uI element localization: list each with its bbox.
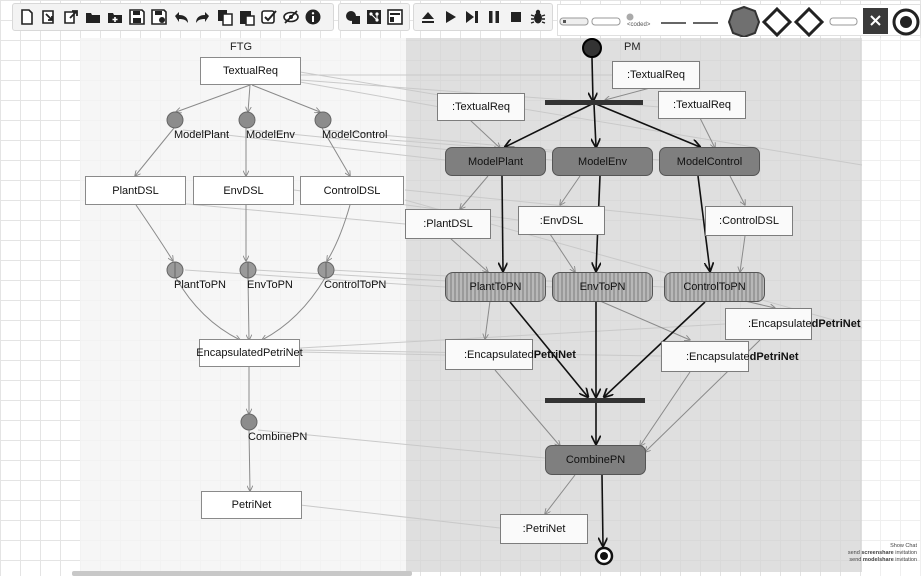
pm-final-node-inner — [600, 552, 608, 560]
right-side-panel — [862, 38, 921, 576]
ftg-title: FTG — [230, 41, 252, 53]
ftg-planttopn-label: PlantToPN — [174, 279, 226, 291]
palette-shapes — [559, 5, 920, 37]
undo-icon[interactable] — [171, 6, 191, 28]
palette-node-shape[interactable] — [559, 17, 589, 26]
palette-target-shape-inner — [900, 16, 912, 28]
file-toolbar — [12, 3, 334, 31]
ftg-plantdsl-node[interactable]: PlantDSL — [85, 176, 186, 205]
pm-envdsl-object[interactable]: :EnvDSL — [518, 206, 605, 235]
open-folder-icon[interactable] — [83, 6, 103, 28]
enc-mid-prefix: :Encapsulate — [686, 350, 750, 363]
screenshare-post: invitation — [893, 550, 917, 556]
window-icon[interactable] — [386, 6, 405, 28]
pm-textualreq-left[interactable]: :TextualReq — [437, 93, 525, 121]
ftg-modelcontrol-label: ModelControl — [322, 129, 388, 141]
screenshare-pre: send — [847, 550, 862, 556]
layout-toolbar — [338, 3, 410, 31]
ftg-controltopn-label: ControlToPN — [324, 279, 387, 291]
palette-text-shape[interactable] — [829, 17, 858, 26]
shape-palette: <coded> — [557, 4, 921, 37]
save-as-icon[interactable] — [149, 6, 169, 28]
new-folder-icon[interactable] — [105, 6, 125, 28]
layer-icon[interactable] — [343, 6, 362, 28]
play-icon[interactable] — [440, 6, 460, 28]
pm-join-bar[interactable] — [545, 398, 645, 403]
enc-left-prefix: :Encapsulated — [464, 348, 534, 361]
network-icon[interactable] — [364, 6, 383, 28]
pause-icon[interactable] — [484, 6, 504, 28]
ftg-modelcontrol-transform[interactable] — [314, 111, 332, 129]
eject-icon[interactable] — [418, 6, 438, 28]
pm-combinepn-action[interactable]: CombinePN — [545, 445, 646, 475]
import-icon[interactable] — [39, 6, 59, 28]
horizontal-scrollbar[interactable] — [72, 571, 412, 576]
ftg-encapsulatedpetrinet-node[interactable]: EncapsulatedPetriNet — [196, 339, 303, 367]
pm-controltopn-action[interactable]: ControlToPN — [664, 272, 765, 302]
pm-controldsl-object[interactable]: :ControlDSL — [705, 206, 793, 236]
palette-diamond-shape-2[interactable] — [793, 6, 825, 37]
run-toolbar — [413, 3, 553, 31]
screenshare-bold: screenshare — [861, 550, 894, 556]
pm-plantdsl-object[interactable]: :PlantDSL — [405, 209, 491, 239]
modelshare-bold: modelshare — [862, 557, 894, 563]
palette-octagon-shape[interactable] — [727, 5, 761, 37]
pm-modelcontrol-action[interactable]: ModelControl — [659, 147, 760, 176]
modelshare-pre: send — [849, 557, 863, 563]
pm-envtopn-action[interactable]: EnvToPN — [552, 272, 653, 302]
pm-textualreq-right[interactable]: :TextualReq — [658, 91, 746, 119]
palette-coded-label: <coded> — [627, 22, 651, 28]
pm-planttopn-action[interactable]: PlantToPN — [445, 272, 546, 302]
modelshare-invite-link[interactable]: send modelshare invitation — [848, 557, 917, 564]
pm-textualreq-top[interactable]: :TextualReq — [612, 61, 700, 89]
ftg-modelplant-label: ModelPlant — [174, 129, 230, 141]
copy-icon[interactable] — [215, 6, 235, 28]
save-icon[interactable] — [127, 6, 147, 28]
enc-right-prefix: :Encapsulate — [748, 318, 812, 330]
enc-right-suffix: dPetriNet — [811, 318, 861, 330]
enc-mid-suffix: dPetriNet — [749, 350, 799, 363]
ftg-envtopn-label: EnvToPN — [247, 279, 293, 291]
ftg-textualreq-node[interactable]: TextualReq — [200, 57, 301, 85]
debug-bug-icon[interactable] — [528, 6, 548, 28]
palette-coded-dot[interactable] — [626, 13, 634, 21]
palette-node-shape-mark — [563, 20, 566, 23]
show-chat-link[interactable]: Show Chat — [890, 543, 917, 549]
palette-diamond-shape[interactable] — [761, 6, 793, 37]
ftg-combinepn-label: CombinePN — [248, 431, 308, 443]
palette-edge-shape[interactable] — [591, 17, 621, 26]
validate-icon[interactable] — [259, 6, 279, 28]
info-icon[interactable] — [303, 6, 323, 28]
pm-title: PM — [624, 41, 641, 53]
pm-fork-bar[interactable] — [545, 100, 643, 105]
pm-petrinet-object[interactable]: :PetriNet — [500, 514, 588, 544]
pm-modelenv-action[interactable]: ModelEnv — [552, 147, 653, 176]
step-icon[interactable] — [462, 6, 482, 28]
enc-left-suffix: PetriNet — [533, 348, 576, 361]
ftg-modelenv-label: ModelEnv — [246, 129, 295, 141]
chat-panel: Show Chat send screenshare invitation se… — [848, 543, 917, 564]
pm-modelplant-action[interactable]: ModelPlant — [445, 147, 546, 176]
screenshare-invite-link[interactable]: send screenshare invitation — [848, 550, 917, 557]
export-icon[interactable] — [61, 6, 81, 28]
ftg-controldsl-node[interactable]: ControlDSL — [300, 176, 404, 205]
pm-initial-node[interactable] — [582, 38, 602, 58]
new-file-icon[interactable] — [17, 6, 37, 28]
hide-icon[interactable] — [281, 6, 301, 28]
palette-close-cross — [870, 15, 881, 26]
paste-icon[interactable] — [237, 6, 257, 28]
modelshare-post: invitation — [893, 557, 917, 563]
redo-icon[interactable] — [193, 6, 213, 28]
stop-icon[interactable] — [506, 6, 526, 28]
toolbar — [0, 0, 921, 36]
